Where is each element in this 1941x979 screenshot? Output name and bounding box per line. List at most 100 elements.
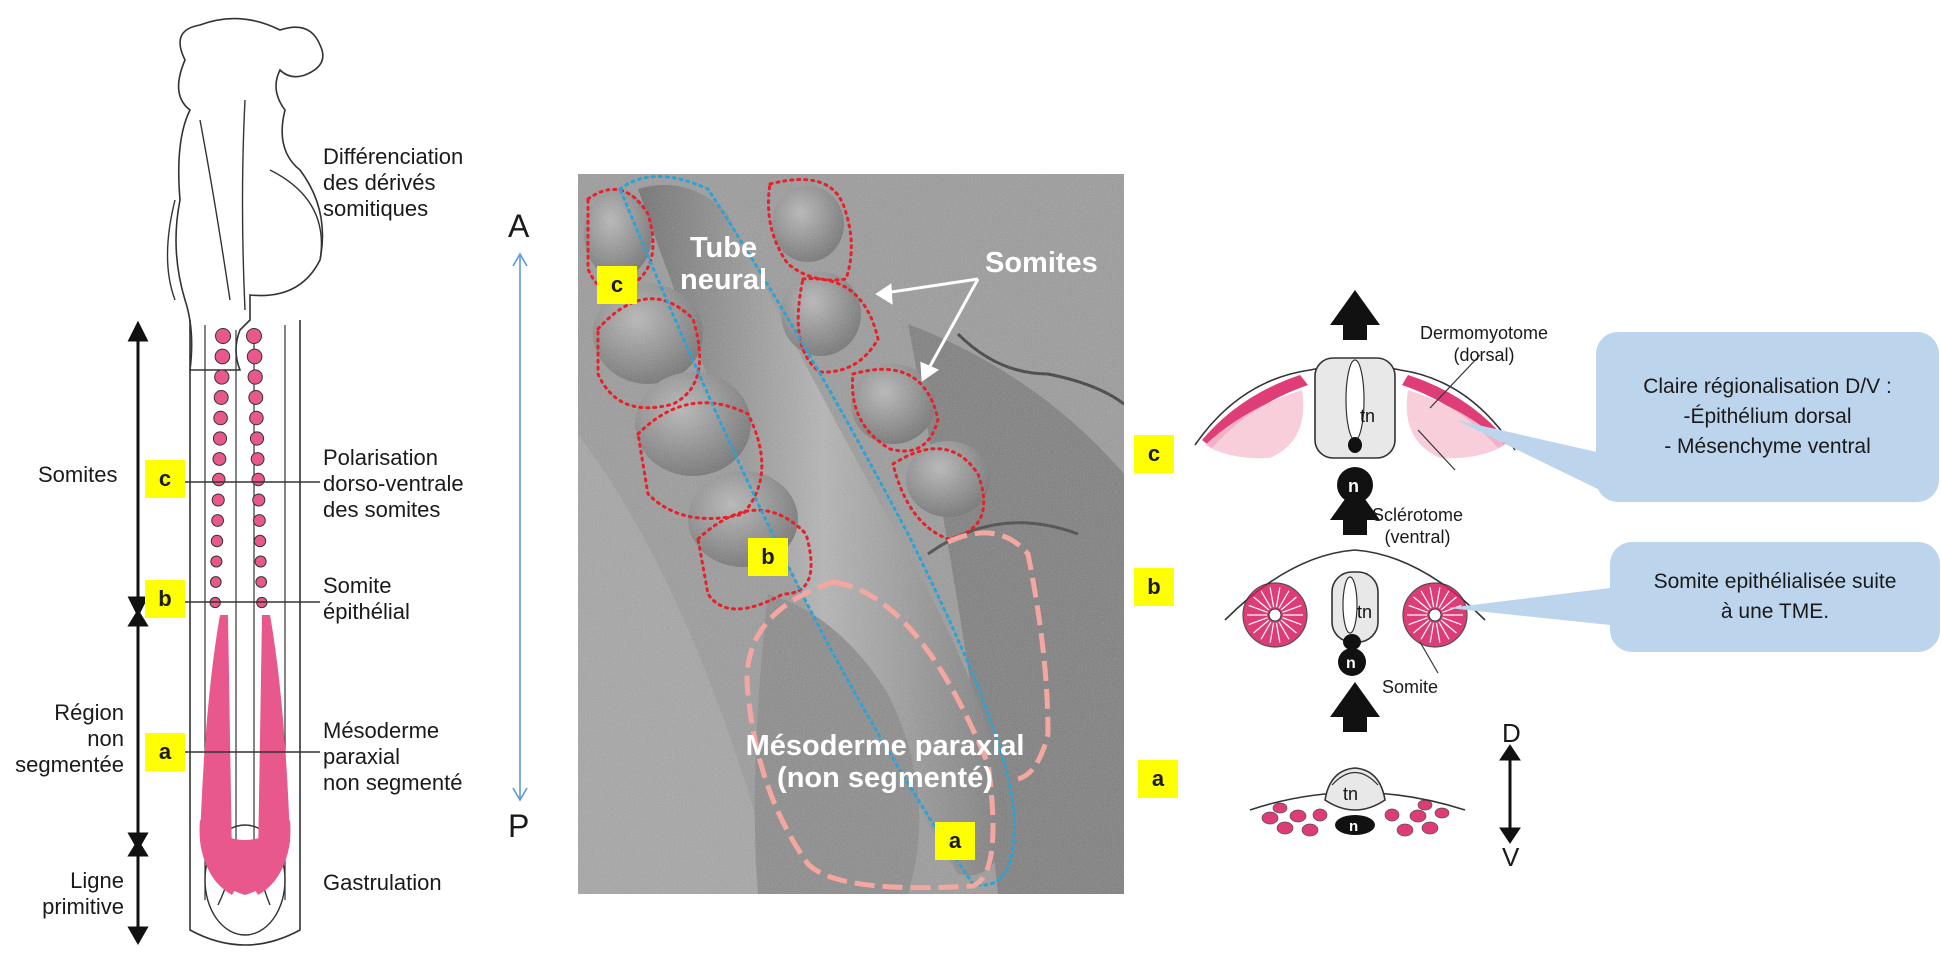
epithelial-ray bbox=[1420, 590, 1432, 609]
label-somites: Somites bbox=[38, 462, 118, 487]
somite-dot bbox=[249, 410, 264, 426]
marker-c-photo: c bbox=[597, 266, 637, 304]
marker-b-left: b bbox=[145, 580, 185, 618]
stage-arrow-bot bbox=[1330, 682, 1380, 732]
n-label-b: n bbox=[1346, 655, 1356, 672]
callout-epithelialisation: Somite epithélialisée suite à une TME. bbox=[1610, 542, 1940, 652]
somite-dot bbox=[213, 390, 229, 405]
callout-pointers bbox=[1448, 420, 1610, 625]
label-region: Région non segmentée bbox=[15, 700, 124, 777]
n-label-c: n bbox=[1348, 476, 1359, 496]
label-dv-top: D bbox=[1502, 718, 1521, 748]
label-polarisation: Polarisation dorso-ventrale des somites bbox=[323, 445, 464, 522]
somite-dot bbox=[246, 348, 263, 365]
epithelial-ray bbox=[1429, 622, 1435, 643]
epithelial-ray bbox=[1269, 622, 1275, 643]
label-somite-right: Somite bbox=[1382, 677, 1439, 697]
epithelial-ray bbox=[1413, 596, 1430, 611]
epithelial-ray bbox=[1248, 604, 1268, 613]
epithelial-ray bbox=[1438, 621, 1450, 640]
epithelial-ray bbox=[1435, 622, 1441, 643]
n-label-a: n bbox=[1349, 818, 1358, 835]
somite-dot bbox=[213, 410, 228, 426]
tn-label-c: tn bbox=[1360, 406, 1375, 426]
somite-dot bbox=[254, 555, 267, 568]
label-differentiation: Différenciation des dérivés somitiques bbox=[323, 144, 464, 221]
unsegmented-mesoderm-right bbox=[254, 615, 290, 895]
epithelial-ray bbox=[1260, 621, 1272, 640]
somite-dot bbox=[248, 390, 264, 405]
somite-dot bbox=[212, 431, 228, 446]
epithelial-ray bbox=[1440, 596, 1457, 611]
somite-dot bbox=[211, 514, 224, 527]
dv-arrow bbox=[1499, 744, 1521, 844]
embryo-body bbox=[189, 320, 301, 946]
marker-a-photo: a bbox=[935, 822, 975, 860]
marker-b-photo: b bbox=[748, 538, 788, 576]
mesenchyme-bottom bbox=[1261, 799, 1450, 837]
epithelial-ray bbox=[1413, 619, 1430, 634]
somite-dot bbox=[250, 452, 265, 466]
somite-dot bbox=[210, 555, 223, 568]
ap-axis-arrow bbox=[512, 252, 528, 802]
label-mesoderm: Mésoderme paraxial non segmenté bbox=[323, 718, 463, 795]
epithelial-ray bbox=[1408, 617, 1428, 626]
epithelial-ray bbox=[1442, 604, 1462, 613]
epithelial-ray bbox=[1438, 590, 1450, 609]
label-sclerotome: Sclérotome (ventral) bbox=[1372, 505, 1464, 547]
epithelial-ray bbox=[1442, 617, 1462, 626]
sclerotome-left bbox=[1205, 390, 1304, 459]
marker-c-right: c bbox=[1134, 435, 1174, 473]
epithelial-ray bbox=[1253, 619, 1270, 634]
epithelial-ray bbox=[1248, 617, 1268, 626]
embryo-head bbox=[175, 17, 324, 371]
label-gastrulation: Gastrulation bbox=[323, 870, 442, 895]
callout-regionalisation: Claire régionalisation D/V : -Épithélium… bbox=[1596, 332, 1939, 502]
axis-label-a: A bbox=[508, 208, 530, 244]
somite-dot bbox=[212, 452, 227, 466]
epithelial-ray bbox=[1282, 604, 1302, 613]
photo-label-mesoderm: Mésoderme paraxial (non segmenté) bbox=[745, 730, 1025, 794]
epithelial-ray bbox=[1275, 587, 1281, 608]
epithelial-ray bbox=[1280, 619, 1297, 634]
epithelial-ray bbox=[1435, 587, 1441, 608]
epithelial-ray bbox=[1282, 617, 1302, 626]
somite-dot bbox=[211, 493, 225, 507]
marker-c-left: c bbox=[145, 460, 185, 498]
somite-dot bbox=[251, 472, 265, 487]
embryo-schematic bbox=[127, 17, 324, 946]
somite-dot bbox=[215, 328, 231, 344]
epithelial-ray bbox=[1275, 622, 1281, 643]
epithelial-ray bbox=[1429, 587, 1435, 608]
marker-a-left: a bbox=[145, 733, 185, 771]
epithelial-ray bbox=[1269, 587, 1275, 608]
cross-sections: tn n tn n tn n bbox=[1194, 290, 1521, 844]
somite-dot bbox=[253, 534, 267, 548]
epithelial-ray bbox=[1408, 604, 1428, 613]
unsegmented-mesoderm-left bbox=[200, 615, 236, 895]
epithelial-ray bbox=[1253, 596, 1270, 611]
somite-dot bbox=[249, 431, 265, 446]
epithelial-ray bbox=[1278, 621, 1290, 640]
somite-dot bbox=[210, 534, 224, 548]
stage-arrow-top bbox=[1330, 290, 1380, 340]
sem-photo bbox=[578, 174, 1124, 894]
notochord-c bbox=[1337, 467, 1373, 503]
label-ligne: Ligne primitive bbox=[42, 868, 124, 919]
somite-dots bbox=[209, 328, 268, 609]
marker-b-right: b bbox=[1134, 568, 1174, 606]
label-somite-epithelial: Somite épithélial bbox=[323, 573, 410, 624]
label-dermomyotome: Dermomyotome (dorsal) bbox=[1420, 323, 1549, 365]
notochord-b bbox=[1338, 648, 1366, 676]
somite-dot bbox=[212, 472, 226, 487]
label-dv-bottom: V bbox=[1502, 842, 1520, 872]
somite-dot bbox=[252, 493, 266, 507]
notochord-a bbox=[1335, 815, 1375, 835]
somite-dot bbox=[214, 348, 231, 365]
tn-label-a: tn bbox=[1343, 784, 1358, 804]
stage-arrow-mid bbox=[1330, 485, 1380, 535]
somite-dot bbox=[255, 576, 268, 588]
somite-dot bbox=[246, 328, 262, 344]
axis-label-p: P bbox=[508, 808, 530, 844]
epithelial-ray bbox=[1260, 590, 1272, 609]
